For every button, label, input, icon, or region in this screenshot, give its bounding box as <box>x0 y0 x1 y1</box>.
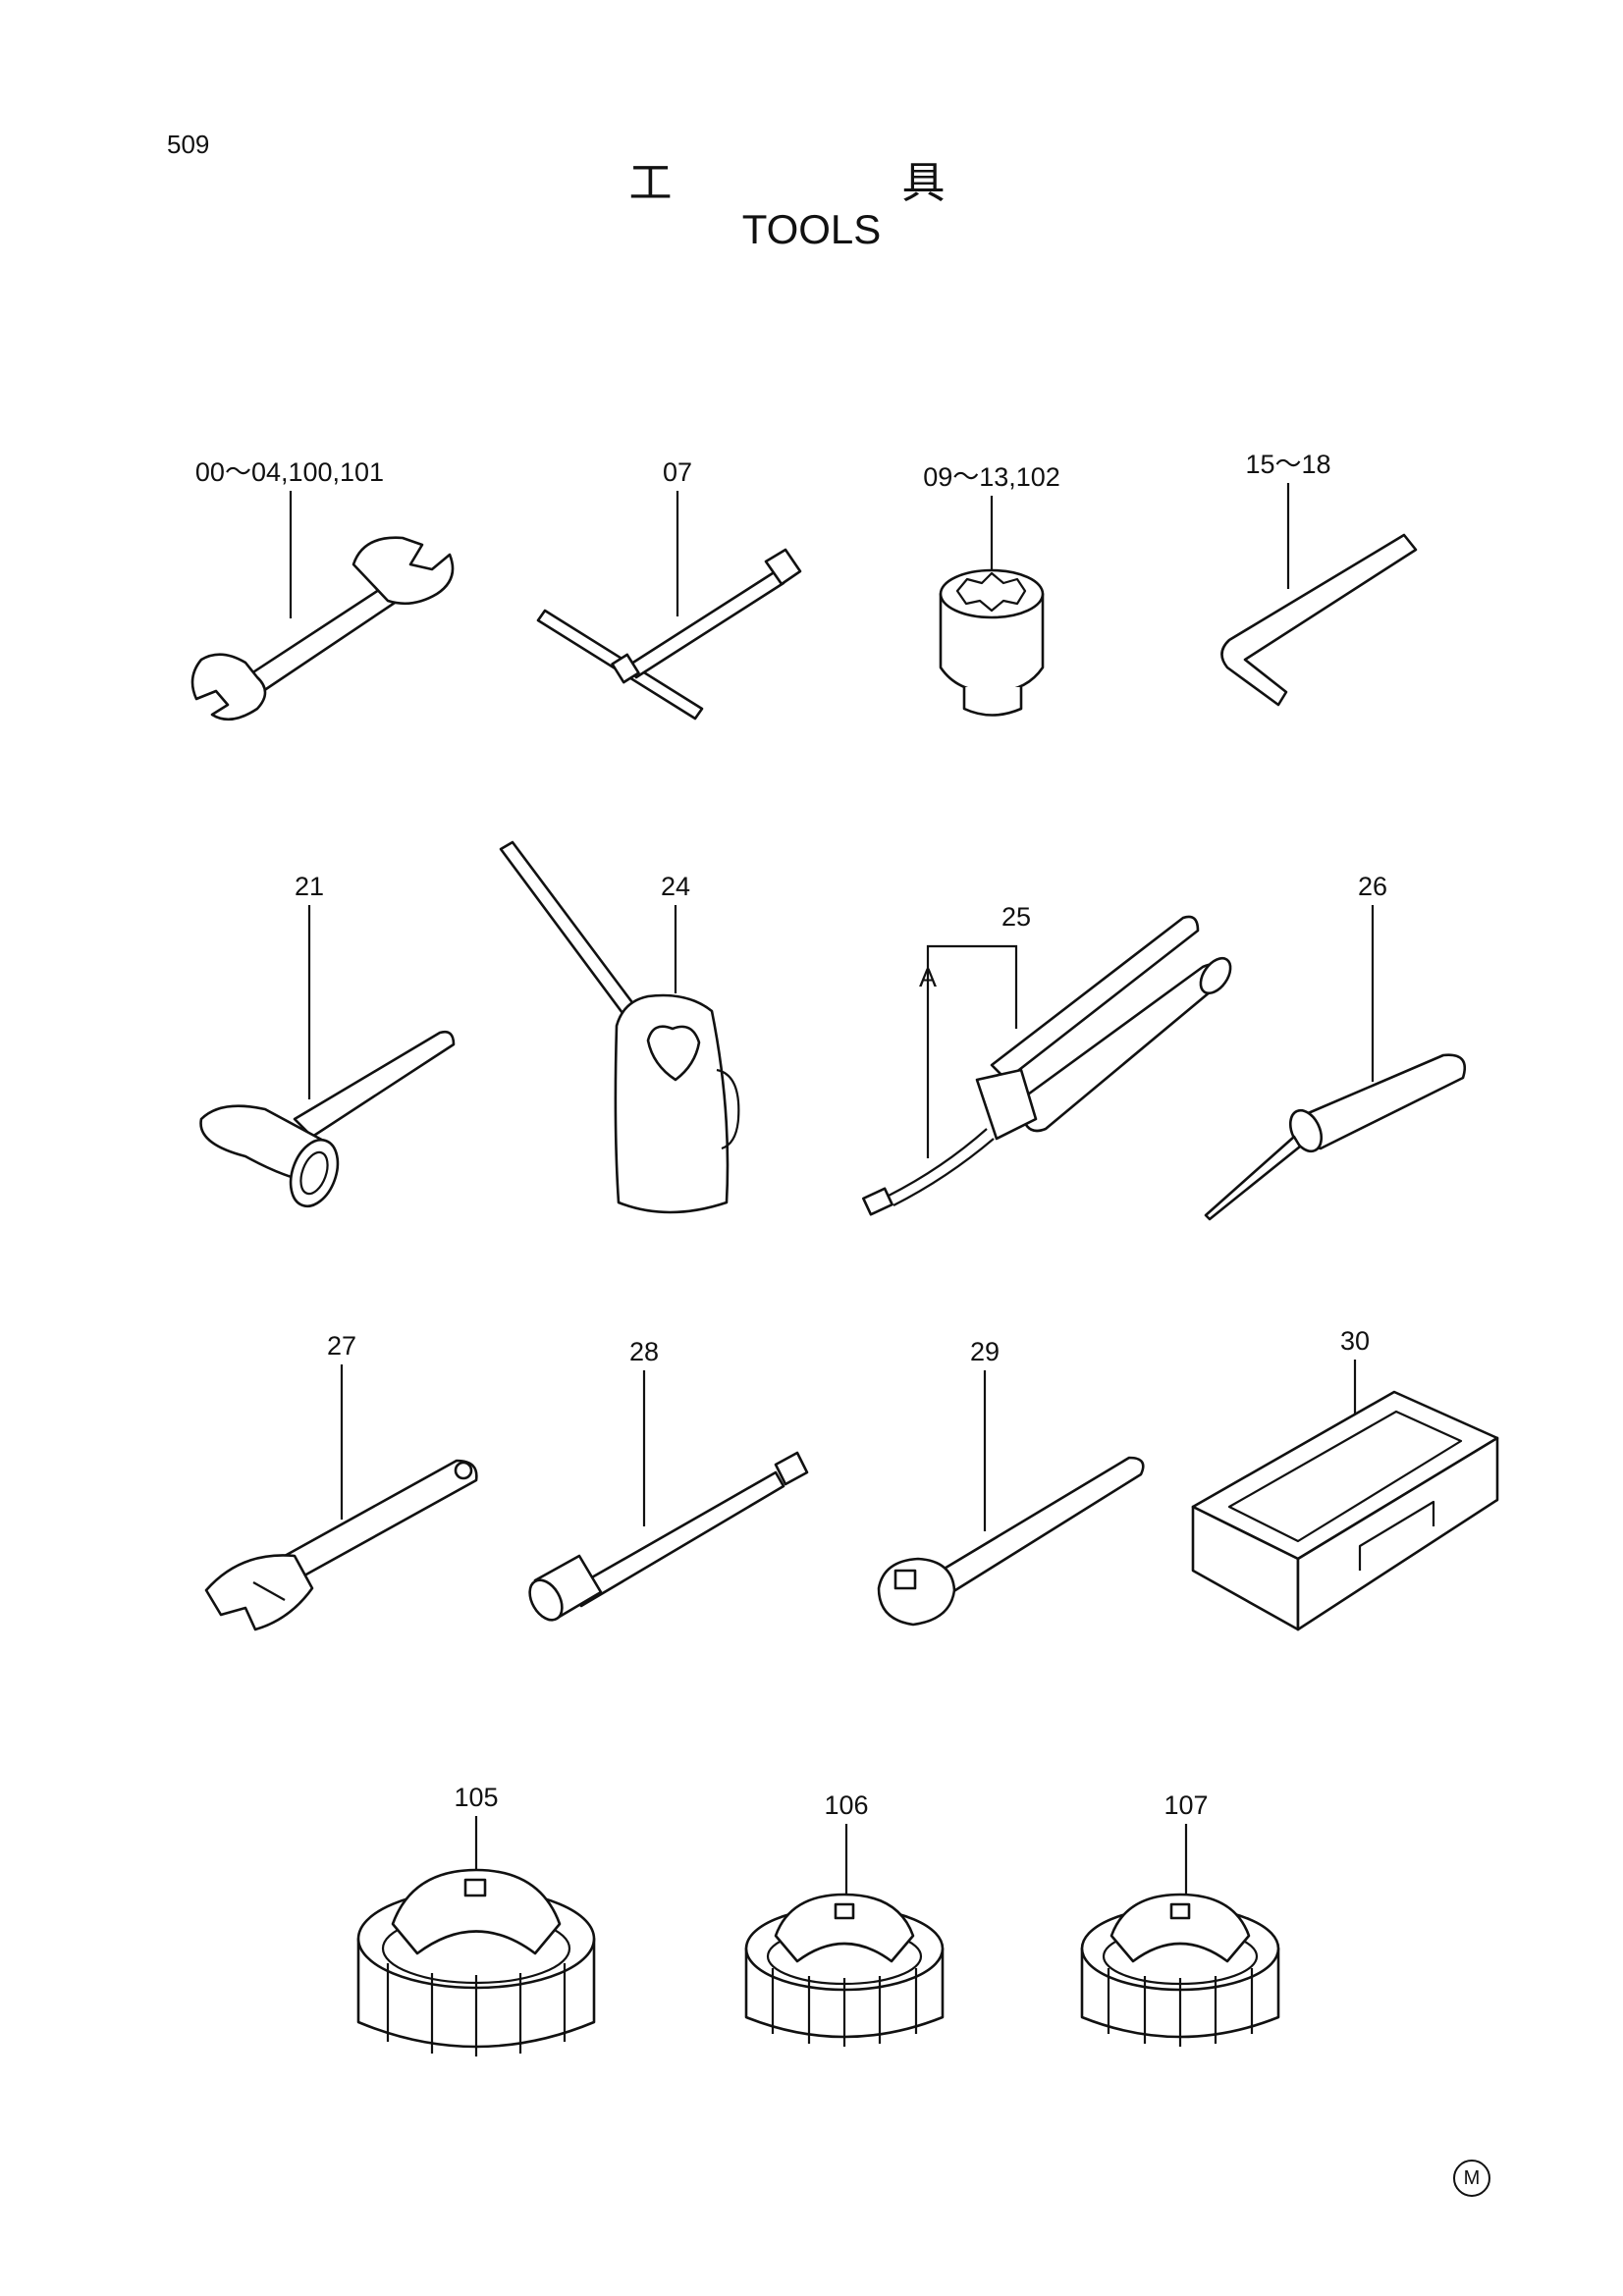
tool-box-icon: 30 <box>1191 1326 1499 1631</box>
filter-wrench-cup-icon: 107 <box>1080 1790 1280 2047</box>
tool-label: 28 <box>629 1337 659 1366</box>
ratchet-handle-icon: 29 <box>877 1337 1145 1627</box>
double-open-end-wrench-icon: 00～04,100,101 <box>190 457 455 721</box>
tool-label: 00～04,100,101 <box>195 457 384 487</box>
oil-can-icon: 24 <box>499 840 740 1214</box>
filter-wrench-cup-icon: 105 <box>356 1783 596 2056</box>
tool-label: 24 <box>661 872 690 901</box>
page-number: 509 <box>167 130 210 159</box>
tool-label: 106 <box>824 1790 868 1820</box>
extension-bar-icon: 28 <box>528 1337 809 1622</box>
tool-label: 25 <box>1001 902 1031 932</box>
tool-label: 15～18 <box>1245 450 1330 479</box>
circled-m-mark: M <box>1453 2160 1490 2197</box>
tool-label: 27 <box>327 1331 356 1361</box>
page-title: TOOLS <box>741 206 882 252</box>
tool-label: 105 <box>454 1783 498 1812</box>
screwdriver-icon: 26 <box>1204 872 1467 1221</box>
tool-label: 30 <box>1340 1326 1370 1356</box>
tool-label: 107 <box>1163 1790 1208 1820</box>
tool-label: 09～13,102 <box>923 462 1060 492</box>
hex-key-icon: 15～18 <box>1220 450 1418 707</box>
grease-gun-icon: 25 A <box>862 902 1232 1216</box>
tool-label: 07 <box>663 457 692 487</box>
tool-label: 26 <box>1358 872 1387 901</box>
filter-wrench-cup-icon: 106 <box>744 1790 945 2047</box>
adjustable-wrench-icon: 27 <box>204 1331 478 1631</box>
page-title-japanese: 工 具 <box>628 158 1054 208</box>
socket-icon: 09～13,102 <box>923 462 1060 717</box>
tool-label: 21 <box>295 872 324 901</box>
tool-label: 29 <box>970 1337 1000 1366</box>
t-handle-wrench-icon: 07 <box>536 457 802 721</box>
hammer-icon: 21 <box>199 872 456 1208</box>
